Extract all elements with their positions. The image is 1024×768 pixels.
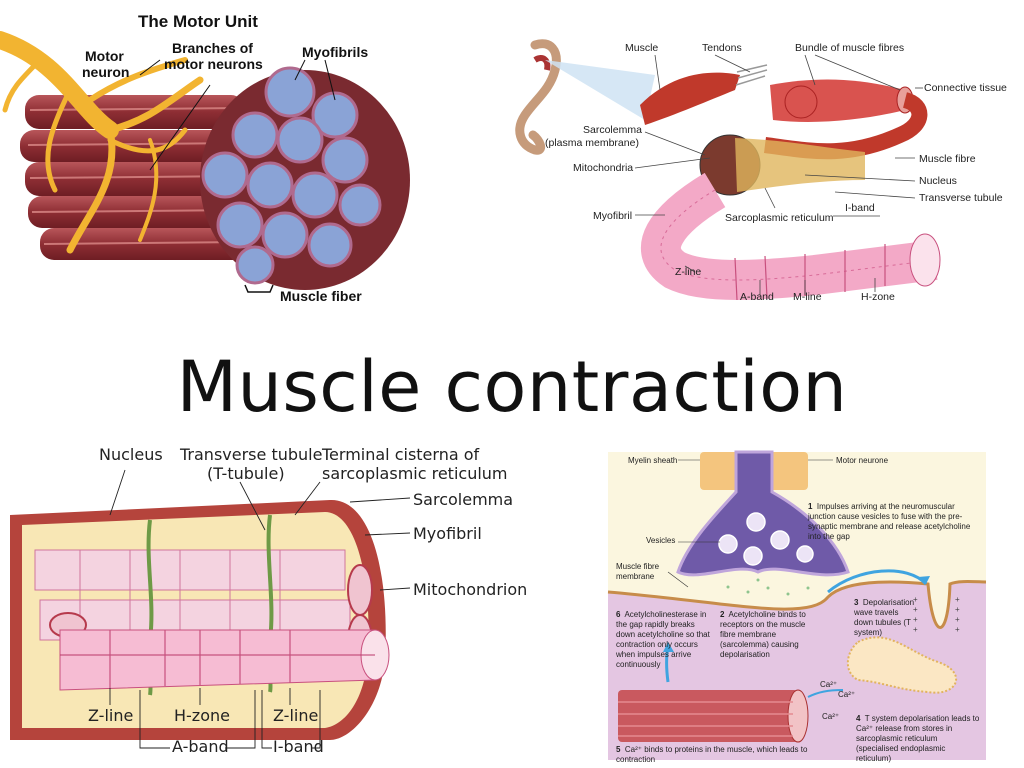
step-1-number: 1 <box>808 502 813 511</box>
svg-text:+: + <box>913 605 918 614</box>
slide-title: Muscle contraction <box>176 346 848 428</box>
svg-text:+: + <box>955 625 960 634</box>
motor-unit-panel: The Motor Unit Motor neuron Branches of … <box>0 0 410 320</box>
i-band-label-2: I-band <box>273 737 324 756</box>
muscle-structure-illustration <box>515 39 941 301</box>
myofibril-label: Myofibril <box>593 210 633 222</box>
sarcolemma-label-1: Sarcolemma <box>583 124 642 136</box>
fibre-detail-illustration <box>10 469 411 749</box>
muscle-fiber-bracket <box>244 284 274 293</box>
nucleus-label-2: Nucleus <box>99 445 163 464</box>
nucleus-label: Nucleus <box>919 175 957 187</box>
branches-label-1: Branches of <box>172 40 253 56</box>
branches-label-2: motor neurons <box>164 56 263 72</box>
a-band-label: A-band <box>740 291 774 303</box>
exposed-myofibril <box>59 629 390 691</box>
motor-neurone-label: Motor neurone <box>836 456 889 465</box>
muscle-fibre-label: Muscle fibre <box>919 153 976 165</box>
sarcolemma-label-2: (plasma membrane) <box>545 137 639 149</box>
h-zone-label: H-zone <box>861 291 895 303</box>
sarcoplasmic-reticulum-shape <box>846 636 958 694</box>
svg-text:+: + <box>913 625 918 634</box>
step-5: 5 Ca²⁺ binds to proteins in the muscle, … <box>616 745 846 765</box>
sarcoplasmic-reticulum-label: Sarcoplasmic reticulum <box>725 212 834 224</box>
muscle-label: Muscle <box>625 42 659 54</box>
step-5-text: Ca²⁺ binds to proteins in the muscle, wh… <box>616 745 808 764</box>
i-band-label: I-band <box>845 202 875 214</box>
cisterna-label-2: sarcoplasmic reticulum <box>322 464 508 483</box>
mitochondria-label: Mitochondria <box>573 162 634 174</box>
step-1: 1 Impulses arriving at the neuromuscular… <box>808 502 978 542</box>
step-4-text: T system depolarisation leads to Ca²⁺ re… <box>856 714 980 763</box>
motor-neuron-label-2: neuron <box>82 64 130 80</box>
bundle-label: Bundle of muscle fibres <box>795 42 905 54</box>
transverse-tubule-label: Transverse tubule <box>919 192 1003 204</box>
nmj-illustration: ++++ ++++ <box>607 450 987 760</box>
myofibril-tube <box>641 172 938 300</box>
step-4-number: 4 <box>856 714 861 723</box>
muscle-structure-panel: Muscle Tendons Bundle of muscle fibres C… <box>505 30 1010 310</box>
svg-text:+: + <box>913 595 918 604</box>
tendons-label: Tendons <box>702 42 742 54</box>
step-2-number: 2 <box>720 610 725 619</box>
motor-neuron-label-1: Motor <box>85 48 124 64</box>
motor-unit-illustration <box>0 31 410 293</box>
motor-neuron-branches <box>0 31 204 254</box>
step-2: 2 Acetylcholine binds to receptors on th… <box>720 610 812 660</box>
a-band-label-2: A-band <box>172 737 229 756</box>
muscle-fibre-membrane-label-2: membrane <box>616 572 655 581</box>
t-tubule-label-1: Transverse tubule <box>180 445 323 464</box>
h-zone-label-2: H-zone <box>174 706 230 725</box>
fibre-detail-panel: Nucleus Transverse tubule (T-tubule) Ter… <box>0 440 527 768</box>
calcium-label-2: Ca²⁺ <box>838 690 856 699</box>
arm-outline <box>515 39 561 155</box>
motor-unit-title: The Motor Unit <box>138 12 258 31</box>
t-tubule-label-2: (T-tubule) <box>207 464 285 483</box>
mitochondrion-label: Mitochondrion <box>413 580 528 599</box>
magnification-wedge <box>545 60 655 120</box>
connective-tissue-label: Connective tissue <box>924 82 1007 94</box>
muscle-fiber-label: Muscle fiber <box>280 288 362 304</box>
fibre-cross-sections <box>200 66 410 290</box>
step-1-text: Impulses arriving at the neuromuscular j… <box>808 502 971 541</box>
muscle-shape <box>640 72 740 125</box>
cisterna-label-1: Terminal cisterna of <box>322 445 480 464</box>
svg-text:+: + <box>955 595 960 604</box>
step-6: 6 Acetylcholinesterase in the gap rapidl… <box>616 610 714 670</box>
myofibril-label-2: Myofibril <box>413 524 482 543</box>
z-line-label: Z-line <box>675 266 702 278</box>
z-line-right-label: Z-line <box>273 706 319 725</box>
nmj-panel: ++++ ++++ Myelin sheath Motor neurone Ve… <box>607 450 987 764</box>
step-5-number: 5 <box>616 745 621 754</box>
step-3-number: 3 <box>854 598 859 607</box>
sarcolemma-label-3: Sarcolemma <box>413 490 514 509</box>
z-line-left-label: Z-line <box>88 706 134 725</box>
calcium-label-3: Ca²⁺ <box>822 712 840 721</box>
myofibrils-label: Myofibrils <box>302 44 369 60</box>
step-3: 3 Depolarisation wave travels down tubul… <box>854 598 916 638</box>
step-2-text: Acetylcholine binds to receptors on the … <box>720 610 806 659</box>
muscle-fibre-bottom <box>618 689 809 743</box>
step-4: 4 T system depolarisation leads to Ca²⁺ … <box>856 714 981 764</box>
svg-text:+: + <box>955 615 960 624</box>
muscle-fibre-membrane-label-1: Muscle fibre <box>616 562 660 571</box>
m-line-label: M-line <box>793 291 822 303</box>
synaptic-vesicles <box>718 512 814 566</box>
calcium-label-1: Ca²⁺ <box>820 680 838 689</box>
svg-text:+: + <box>913 615 918 624</box>
myelin-sheath-label: Myelin sheath <box>628 456 678 465</box>
step-3-text: Depolarisation wave travels down tubules… <box>854 598 915 637</box>
svg-text:+: + <box>955 605 960 614</box>
step-6-text: Acetylcholinesterase in the gap rapidly … <box>616 610 710 669</box>
step-6-number: 6 <box>616 610 621 619</box>
vesicles-label: Vesicles <box>646 536 676 545</box>
